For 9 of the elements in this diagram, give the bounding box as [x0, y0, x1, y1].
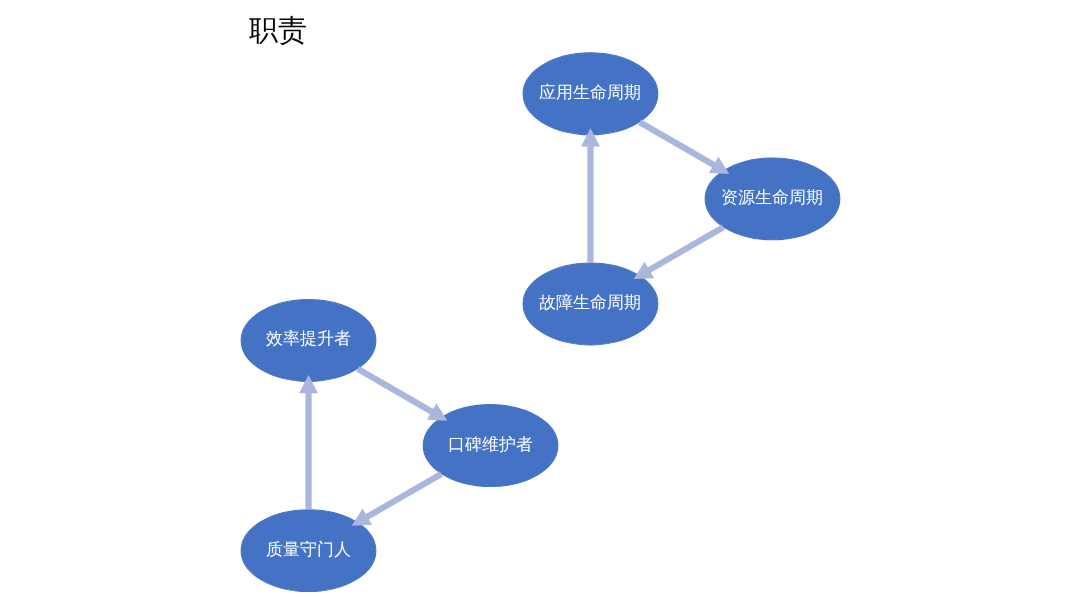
arrow — [580, 128, 600, 263]
arrow — [637, 119, 729, 174]
arrow — [633, 224, 725, 280]
node-ellipse: 应用生命周期 — [522, 52, 658, 136]
arrow — [298, 375, 318, 510]
arrow — [355, 366, 447, 421]
arrow — [351, 471, 443, 526]
node-ellipse: 效率提升者 — [240, 299, 376, 382]
diagram-title: 职责 — [248, 12, 307, 47]
